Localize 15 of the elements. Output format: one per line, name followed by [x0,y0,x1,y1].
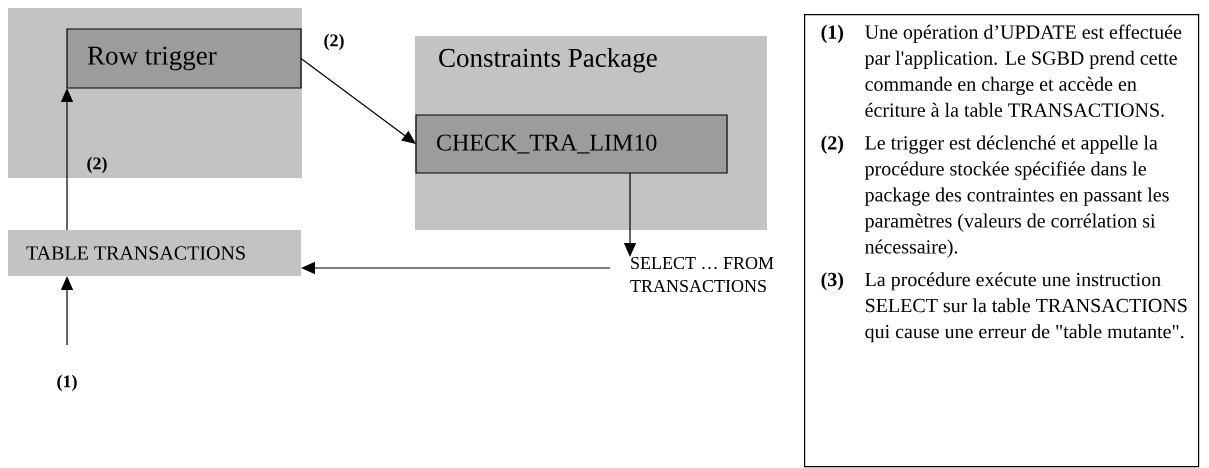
note-box [804,14,1200,468]
note-text: La procédure exécute une instruction SELECT sur la table TRANSACTIONS qui cause une erreur de "table mutante". [865,272,1187,343]
process-box: Row trigger [66,28,302,89]
query-text: SELECT … FROM TRANSACTIONS [630,257,774,293]
note-text: Le trigger est déclenché et appelle la procédure stockée spécifiée dans le package des contraintes en passant les paramètres (valeurs de corrélation si nécessaire). [864,135,1169,258]
item-number: (3) [821,272,844,291]
note-text: Une opération d’UPDATE est effectuée par l'application. Le SGBD prend cette commande en charge et accède en écriture à la table TRANSACTIONS. [864,24,1182,117]
arrow [300,57,416,144]
edge-label: (2) [324,33,344,51]
item-number: (1) [821,24,844,43]
table-box: TABLE TRANSACTIONS [8,230,301,276]
edge-label: (2) [87,156,107,174]
item-number: (2) [821,135,844,154]
process-box: CHECK_TRA_LIM10 [415,114,728,174]
edge-label: (1) [57,374,77,392]
